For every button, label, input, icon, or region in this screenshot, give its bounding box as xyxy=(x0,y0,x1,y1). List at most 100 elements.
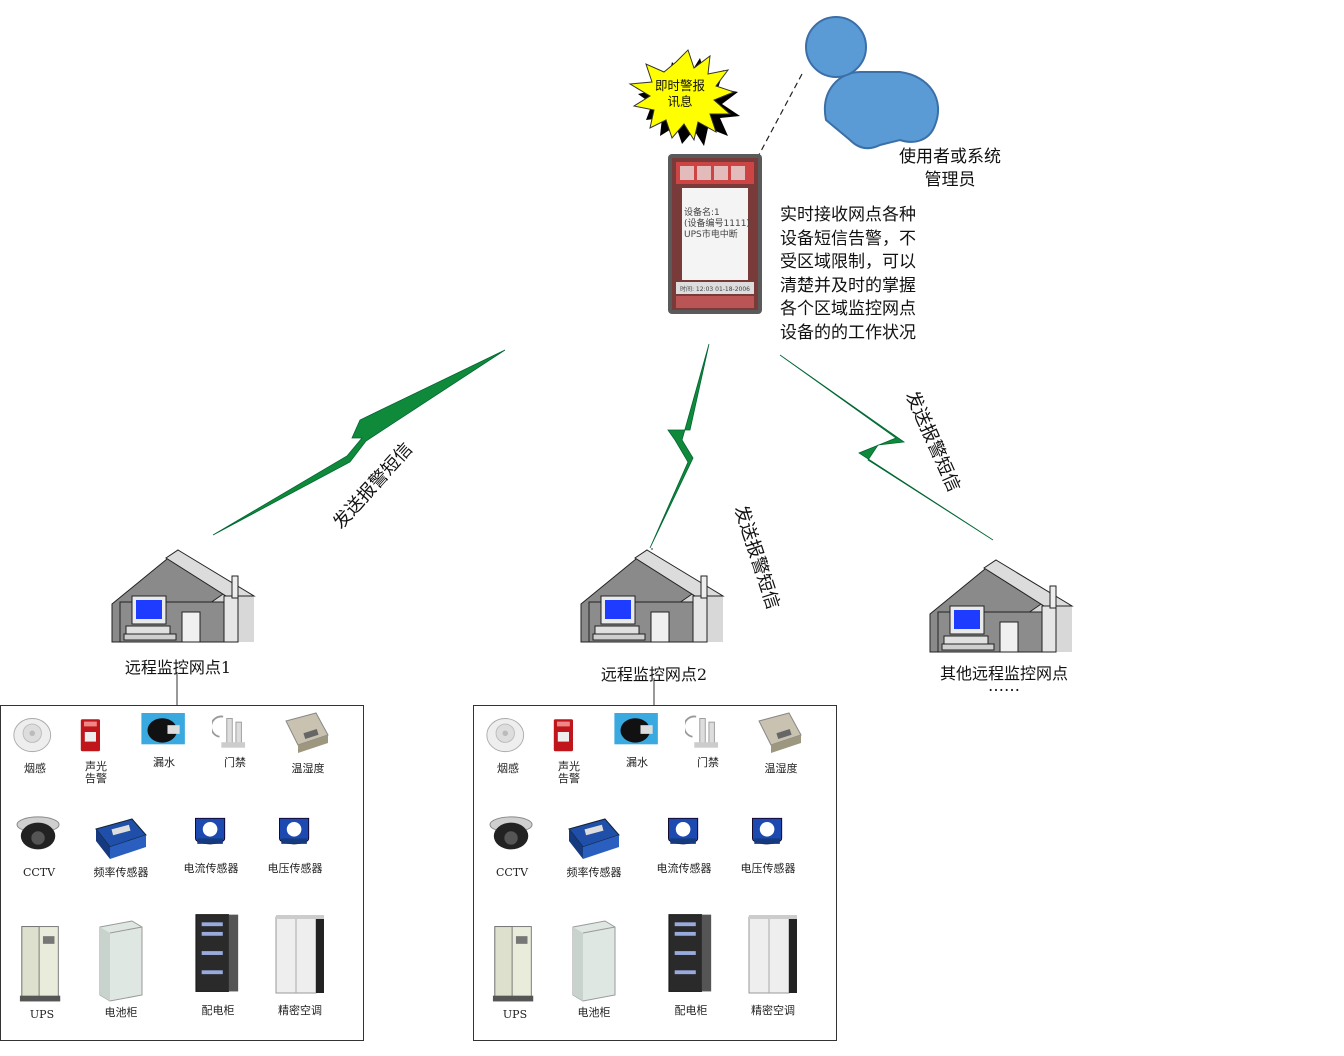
water-leak-sensor-icon xyxy=(614,713,658,745)
site1-smoke-detector-device xyxy=(12,713,58,763)
current-sensor-icon xyxy=(195,817,226,845)
site2-device-label: 精密空调 xyxy=(751,1004,795,1017)
site1-device-label: 精密空调 xyxy=(278,1004,322,1017)
ups-cabinet-icon xyxy=(19,926,61,1002)
alert-burst-icon xyxy=(628,49,740,146)
battery-cabinet-icon xyxy=(99,920,143,1002)
site2-device-label: 门禁 xyxy=(697,756,719,769)
user-admin-icon xyxy=(805,16,940,150)
site2-alarm-strobe-device xyxy=(549,713,589,763)
site2-device-label: 电流传感器 xyxy=(656,862,712,875)
battery-cabinet-icon xyxy=(572,920,616,1002)
phone-screen-line1: 设备名:1 xyxy=(684,208,720,218)
site3-label: 其他远程监控网点 xyxy=(939,664,1068,683)
site2-device-label: 配电柜 xyxy=(674,1004,708,1017)
site2-smoke-detector-device xyxy=(485,713,531,763)
site1-device-label: 门禁 xyxy=(224,756,246,769)
site1-device-label: 漏水 xyxy=(153,756,175,769)
temp-humidity-sensor-icon xyxy=(285,712,329,753)
site1-device-label: 温湿度 xyxy=(291,762,325,775)
site2-current-sensor-device xyxy=(659,811,709,857)
alert-burst-line1: 即时警报 xyxy=(654,78,705,93)
site1-water-leak-sensor-device xyxy=(138,713,190,757)
site2-device-label: 温湿度 xyxy=(764,762,798,775)
distribution-cabinet-icon xyxy=(195,914,239,992)
site1-device-label: 电池柜 xyxy=(104,1006,138,1019)
site1-current-sensor-device xyxy=(186,811,236,857)
site1-device-label: 电压传感器 xyxy=(267,862,323,875)
site2-device-label: 电池柜 xyxy=(577,1006,611,1019)
site2-precision-ac-device xyxy=(747,913,799,1001)
cctv-camera-icon xyxy=(489,816,533,850)
site1-cctv-camera-device xyxy=(14,815,64,863)
smoke-detector-icon xyxy=(13,718,52,753)
site2-distribution-cabinet-device xyxy=(667,911,715,1001)
lightning-bolt-right-icon xyxy=(779,354,994,541)
site2-battery-cabinet-device xyxy=(569,919,619,1009)
site2-frequency-sensor-device xyxy=(565,815,623,867)
site2-device-label: 频率传感器 xyxy=(566,866,622,879)
house-site1-icon xyxy=(111,549,256,643)
site1-precision-ac-device xyxy=(274,913,326,1001)
precision-ac-icon xyxy=(748,915,797,994)
phone-screen-line2: (设备编号1111) xyxy=(684,219,750,229)
lightning-bolt-middle-icon xyxy=(649,343,710,549)
temp-humidity-sensor-icon xyxy=(758,712,802,753)
current-sensor-icon xyxy=(668,817,699,845)
site1-frequency-sensor-device xyxy=(92,815,150,867)
mobile-phone-icon xyxy=(668,154,762,314)
house-site3-icon xyxy=(929,559,1074,653)
site1-door-access-device xyxy=(210,713,258,759)
site2-device-label: 漏水 xyxy=(626,756,648,769)
site2-water-leak-sensor-device xyxy=(611,713,663,757)
site2-device-label: 电压传感器 xyxy=(740,862,796,875)
site1-temp-humidity-sensor-device xyxy=(282,711,334,763)
frequency-sensor-icon xyxy=(95,818,147,859)
site2-temp-humidity-sensor-device xyxy=(755,711,807,763)
site2-door-access-device xyxy=(683,713,731,759)
site1-voltage-sensor-device xyxy=(270,811,320,857)
cctv-camera-icon xyxy=(16,816,60,850)
site1-alarm-strobe-device xyxy=(76,713,116,763)
voltage-sensor-icon xyxy=(279,817,310,845)
alert-burst-line2: 讯息 xyxy=(667,94,693,109)
frequency-sensor-icon xyxy=(568,818,620,859)
phone-screen-line3: UPS市电中断 xyxy=(684,230,738,240)
phone-screen-time: 时间: 12:03 01-18-2006 xyxy=(680,286,750,293)
precision-ac-icon xyxy=(275,915,324,994)
site1-distribution-cabinet-device xyxy=(194,911,242,1001)
site3-extra: …… xyxy=(988,676,1020,695)
lightning-bolt-left-icon xyxy=(212,349,506,536)
site2-cctv-camera-device xyxy=(487,815,537,863)
alarm-strobe-icon xyxy=(80,719,100,752)
door-access-icon xyxy=(683,715,719,748)
site1-device-label: 频率传感器 xyxy=(93,866,149,879)
water-leak-sensor-icon xyxy=(141,713,185,745)
site2-device-label: CCTV xyxy=(495,866,529,879)
site2-device-label: 烟感 xyxy=(497,762,519,775)
alert-burst-text: 即时警报 讯息 xyxy=(640,78,720,110)
distribution-cabinet-icon xyxy=(668,914,712,992)
site1-device-label: 配电柜 xyxy=(201,1004,235,1017)
door-access-icon xyxy=(210,715,246,748)
description-text: 实时接收网点各种设备短信告警，不受区域限制，可以清楚并及时的掌握各个区域监控网点… xyxy=(780,205,916,343)
site1-battery-cabinet-device xyxy=(96,919,146,1009)
site2-voltage-sensor-device xyxy=(743,811,793,857)
site1-device-label: CCTV xyxy=(22,866,56,879)
phone-screen: 设备名:1 (设备编号1111) UPS市电中断 xyxy=(684,208,750,241)
site1-label: 远程监控网点1 xyxy=(124,658,232,677)
site2-device-label: 声光告警 xyxy=(558,760,580,785)
site1-device-label: 声光告警 xyxy=(85,760,107,785)
site1-device-label: 烟感 xyxy=(24,762,46,775)
site2-label: 远程监控网点2 xyxy=(600,665,708,684)
alarm-strobe-icon xyxy=(553,719,573,752)
house-site2-icon xyxy=(580,549,725,643)
smoke-detector-icon xyxy=(486,718,525,753)
user-label-line1: 使用者或系统 xyxy=(899,147,1001,167)
user-label-line2: 管理员 xyxy=(924,170,976,190)
site2-device-label: UPS xyxy=(502,1008,528,1021)
site1-device-label: UPS xyxy=(29,1008,55,1021)
ups-cabinet-icon xyxy=(492,926,534,1002)
site1-device-label: 电流传感器 xyxy=(183,862,239,875)
